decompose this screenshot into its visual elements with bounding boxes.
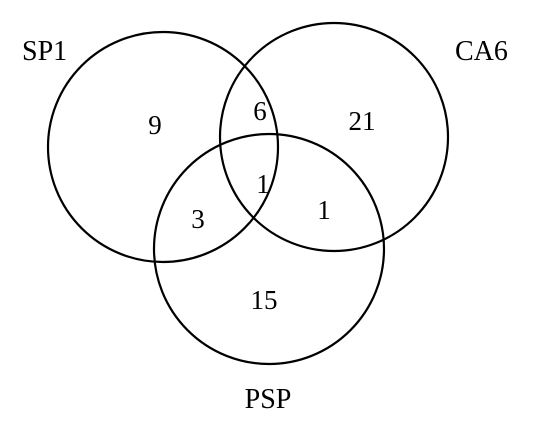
count-sp1-psp: 3 — [191, 204, 205, 234]
sp1-label: SP1 — [22, 36, 67, 67]
sp1-circle — [46, 30, 280, 264]
count-ca6-only: 21 — [349, 106, 376, 136]
count-sp1-only: 9 — [148, 110, 162, 140]
psp-circle — [152, 132, 386, 366]
count-sp1-ca6-psp: 1 — [256, 169, 270, 199]
psp-label: PSP — [245, 384, 292, 415]
ca6-circle — [218, 21, 450, 253]
ca6-label: CA6 — [455, 36, 508, 67]
count-psp-only: 15 — [251, 285, 278, 315]
count-sp1-ca6: 6 — [253, 96, 267, 126]
count-ca6-psp: 1 — [317, 195, 331, 225]
